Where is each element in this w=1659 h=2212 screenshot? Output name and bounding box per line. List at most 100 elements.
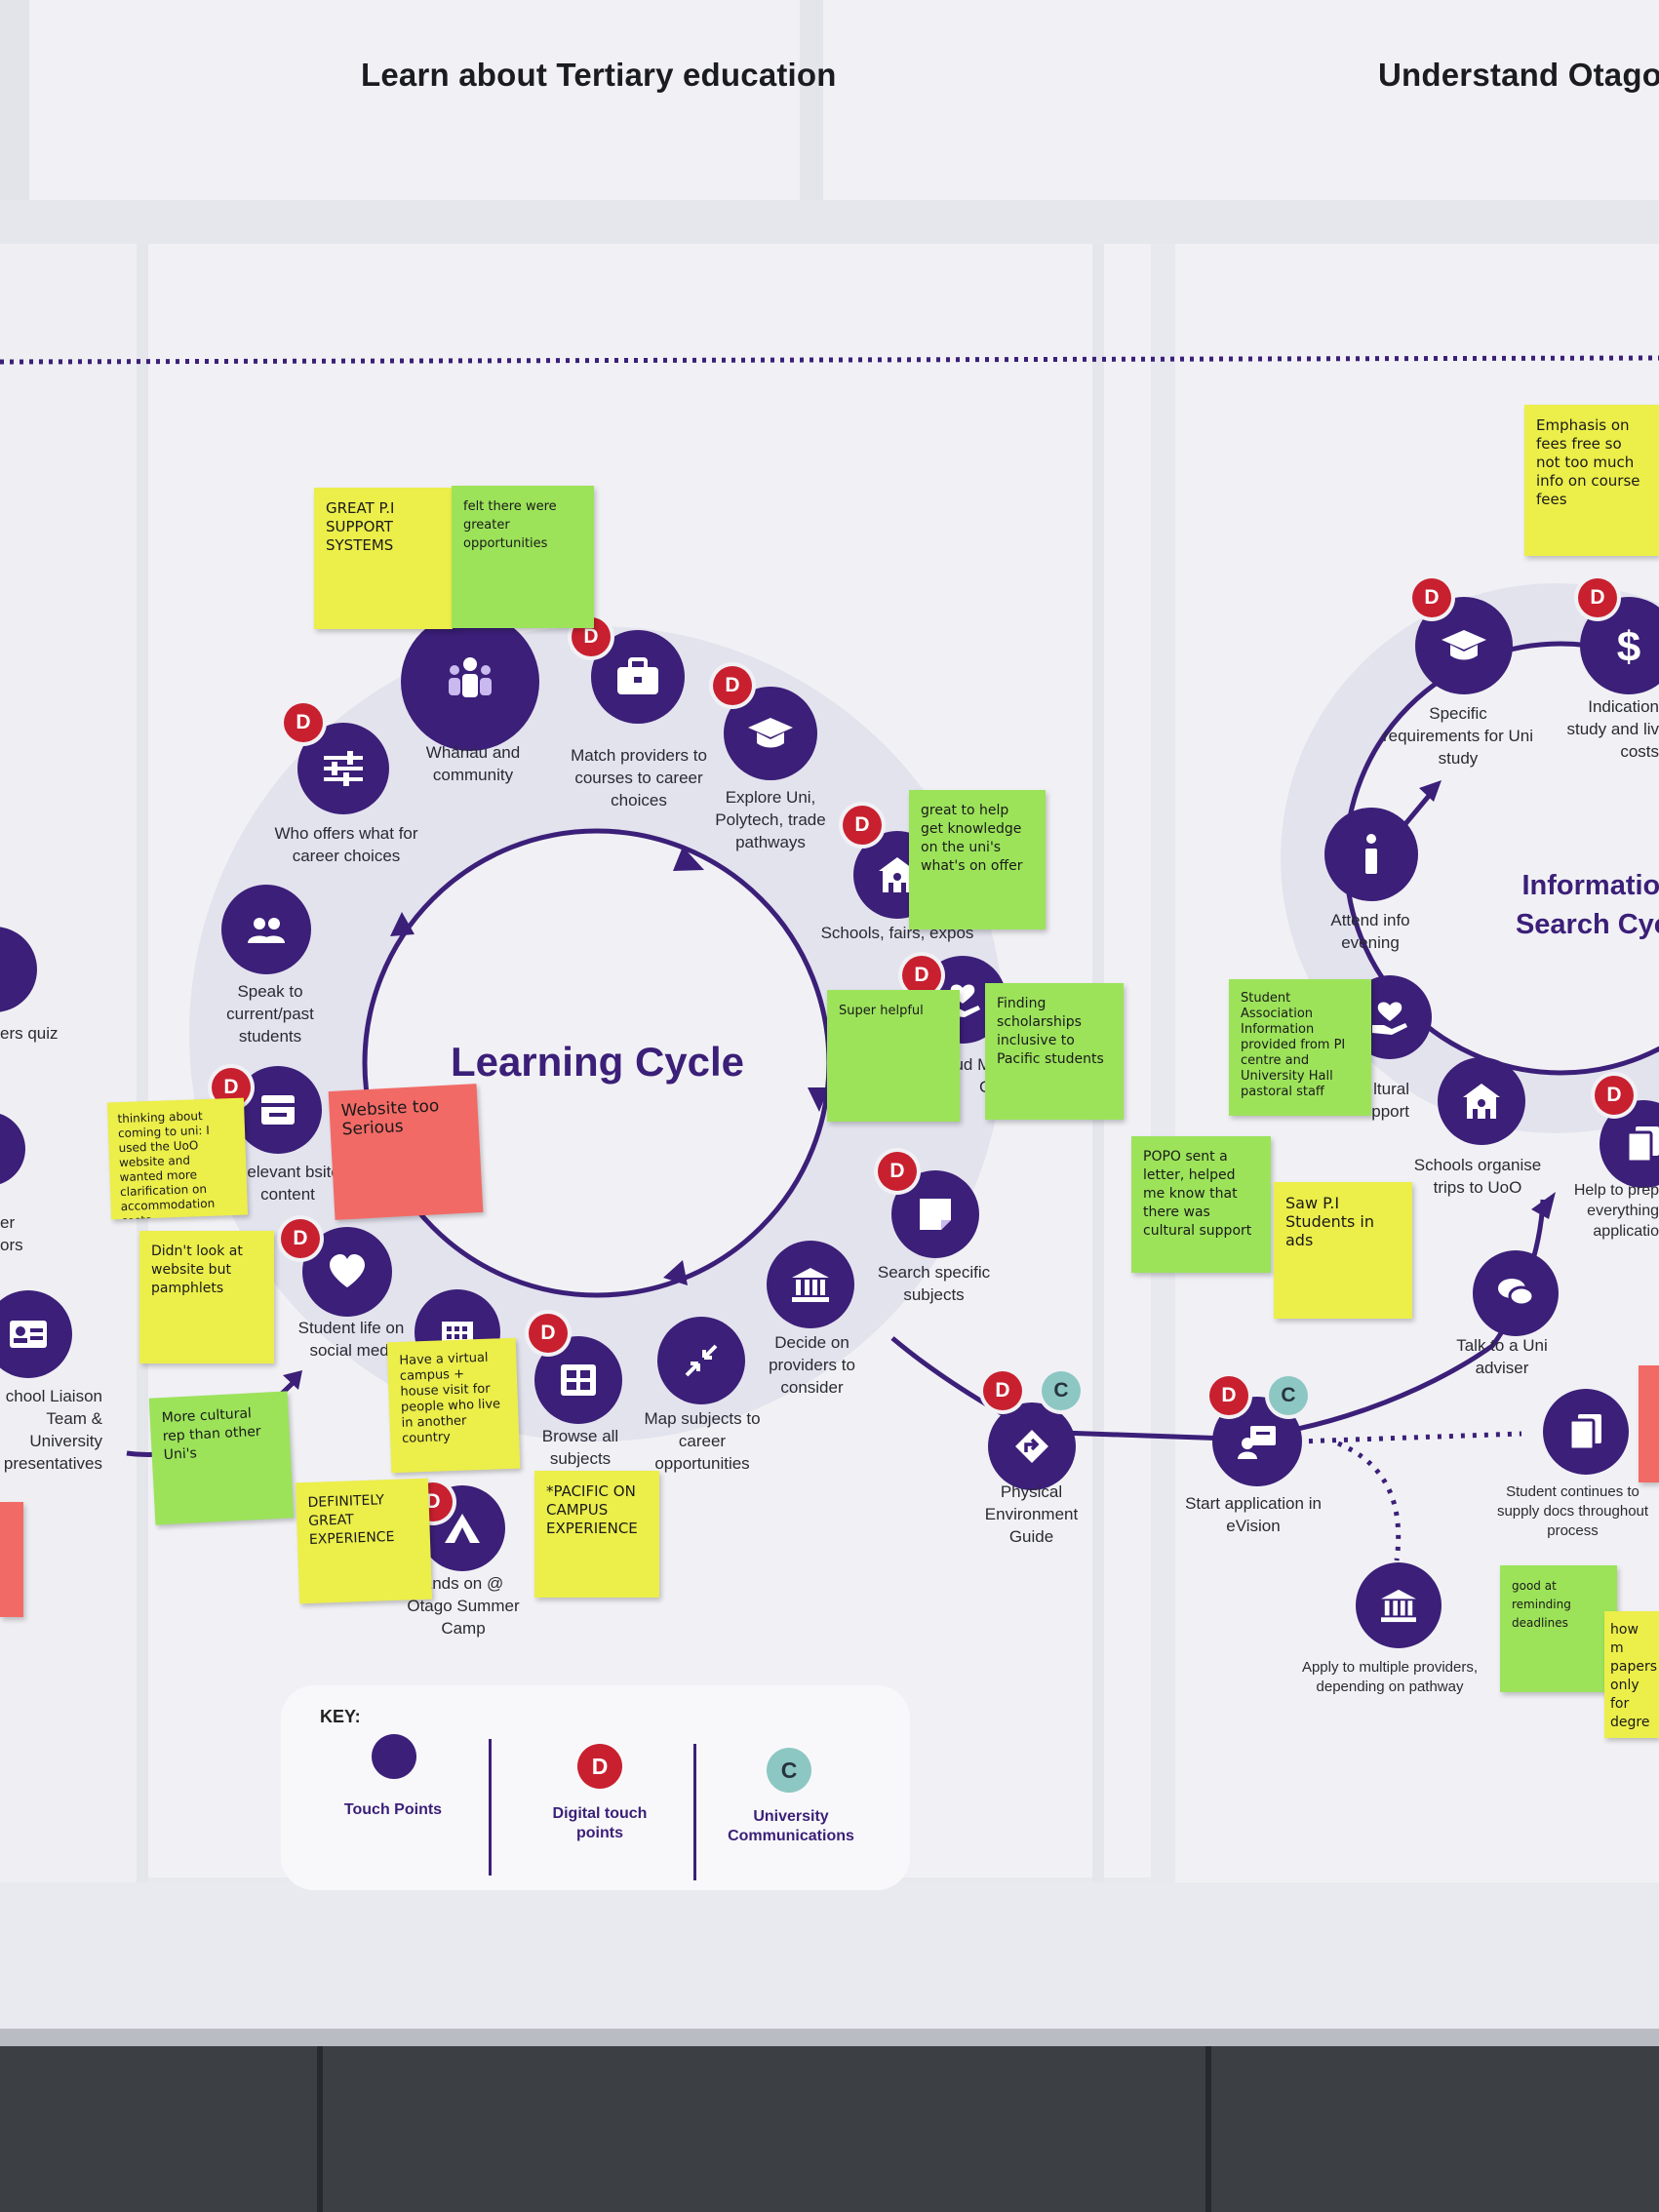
stand-leg xyxy=(1205,2046,1211,2212)
sticky-note: Saw P.I Students in ads xyxy=(1274,1182,1412,1319)
gutter-horizontal xyxy=(0,200,1659,244)
digital-badge: D xyxy=(1595,1076,1634,1115)
search-subjects-label: Search specific subjects xyxy=(877,1263,991,1304)
physical-guide-label: Physical Environment Guide xyxy=(984,1482,1079,1546)
documents-icon xyxy=(1626,1126,1659,1164)
touchpoint-help-prep xyxy=(1600,1100,1659,1188)
documents-icon xyxy=(1568,1414,1601,1451)
digital-badge: D xyxy=(529,1314,568,1353)
communications-key-swatch: C xyxy=(767,1748,811,1793)
journey-arrow xyxy=(1531,1192,1556,1219)
ring-arrow-3 xyxy=(663,1260,688,1285)
sticky-note: More cultural rep than other Uni's xyxy=(148,1391,295,1525)
hand-heart-icon xyxy=(1372,1002,1407,1035)
school-icon xyxy=(1463,1084,1500,1119)
communications-key-label: University Communications xyxy=(728,1808,854,1844)
sticky-note: POPO sent a letter, helped me know that … xyxy=(1131,1136,1271,1273)
info-arrowhead xyxy=(1419,780,1442,802)
supply-docs-label: Student continues to supply docs through… xyxy=(1496,1483,1649,1539)
sticky-note: Finding scholarships inclusive to Pacifi… xyxy=(985,983,1124,1120)
communications-badge: C xyxy=(1042,1371,1081,1410)
sticky-note: DEFINITELY GREAT EXPERIENCE xyxy=(295,1478,433,1604)
school-trips-label: Schools organise trips to UoO xyxy=(1413,1156,1542,1197)
digital-badge: D xyxy=(902,956,941,995)
stand-leg xyxy=(317,2046,323,2212)
sticky-note: felt there were greater opportunities xyxy=(452,486,594,628)
directions-icon xyxy=(1015,1430,1048,1463)
touchpoint-map-subjects xyxy=(657,1317,745,1404)
specific-requirements-label: Specific requirements for Uni study xyxy=(1382,704,1533,768)
sticky-note: Didn't look at website but pamphlets xyxy=(139,1231,274,1363)
key-title: KEY: xyxy=(320,1707,361,1726)
uni-adviser-label: Talk to a Uni adviser xyxy=(1456,1336,1548,1377)
touchpoint-supply-docs xyxy=(1543,1389,1629,1475)
institution-icon xyxy=(792,1268,829,1302)
info-evening-label: Attend info evening xyxy=(1330,911,1410,952)
touch-point-swatch xyxy=(372,1734,416,1779)
stage-divider-dotted xyxy=(0,355,1659,365)
digital-badge: D xyxy=(1412,578,1451,617)
info-cycle-title-line1: Information xyxy=(1521,870,1659,901)
info-cycle-title-line2: Search Cycl xyxy=(1515,909,1659,940)
sticky-note: great to help get knowledge on the uni's… xyxy=(909,790,1046,929)
speak-students-label: Speak to current/past students xyxy=(226,982,314,1046)
liaison-arrow xyxy=(283,1370,302,1390)
digital-badge: D xyxy=(878,1152,917,1191)
sticky-note: good at reminding deadlines xyxy=(1500,1565,1617,1692)
graduation-cap-icon xyxy=(1442,630,1486,660)
key-divider xyxy=(489,1739,492,1876)
dotted-branch-down xyxy=(1337,1441,1402,1561)
careers-quiz-label: ers quiz xyxy=(0,1024,59,1043)
sticky-note-edge xyxy=(0,1502,23,1617)
browser-icon xyxy=(261,1095,295,1125)
sticky-note-edge xyxy=(1639,1365,1659,1482)
digital-badge: D xyxy=(1209,1376,1248,1415)
indication-costs-label: Indication study and liv costs xyxy=(1566,697,1659,761)
sticky-note: Have a virtual campus + house visit for … xyxy=(386,1337,521,1474)
who-offers-label: Who offers what for career choices xyxy=(274,824,418,865)
help-prep-label: Help to prep everything applicatio xyxy=(1573,1182,1659,1240)
school-icon xyxy=(879,857,916,892)
touchpoint-physical-guide xyxy=(988,1402,1076,1490)
social-media-label: Student life on social medi xyxy=(297,1319,405,1360)
sticky-note: Super helpful xyxy=(827,990,960,1122)
summer-camp-label: ands on @ Otago Summer Camp xyxy=(407,1574,520,1638)
apply-multiple-label: Apply to multiple providers, depending o… xyxy=(1301,1659,1479,1695)
gutter-left xyxy=(137,244,148,1882)
career-advisors-label: er ors xyxy=(0,1213,23,1254)
note-icon xyxy=(920,1199,951,1230)
digital-key-swatch: D xyxy=(577,1744,622,1789)
people-icon xyxy=(248,918,285,943)
header-panel-left xyxy=(29,0,800,200)
application-icon xyxy=(1238,1426,1276,1459)
sliders-icon xyxy=(324,751,363,786)
sticky-note: GREAT P.I SUPPORT SYSTEMS xyxy=(314,488,453,629)
briefcase-icon xyxy=(617,657,658,694)
heart-icon xyxy=(330,1254,365,1287)
learning-cycle-title: Learning Cycle xyxy=(450,1039,745,1085)
start-application-label: Start application in eVision xyxy=(1185,1494,1322,1535)
cultural-support-label: ltural pport xyxy=(1371,1080,1409,1121)
touchpoint-summer-camp xyxy=(419,1485,505,1571)
digital-badge: D xyxy=(983,1371,1022,1410)
liaison-label: chool Liaison Team & University presenta… xyxy=(3,1387,102,1473)
tent-icon xyxy=(445,1514,480,1543)
dollar-icon: $ xyxy=(1617,623,1640,669)
ring-arrow-4 xyxy=(390,912,415,936)
stage-title-left: Learn about Tertiary education xyxy=(361,57,837,93)
ring-arrow-1 xyxy=(673,847,704,871)
id-card-icon xyxy=(10,1321,47,1348)
grid-icon xyxy=(561,1364,596,1396)
touchpoint-uni-adviser xyxy=(1473,1250,1559,1336)
sticky-note: how m papers only for degre xyxy=(1604,1611,1659,1738)
poster-bottom xyxy=(0,1882,1659,2029)
svg-text:$: $ xyxy=(1617,623,1640,669)
touchpoint-info-evening xyxy=(1324,808,1418,901)
info-cycle-title: Information Search Cycl xyxy=(1482,866,1659,944)
explore-uni-label: Explore Uni, Polytech, trade pathways xyxy=(715,788,826,851)
whanau-label: Whānau and community xyxy=(425,743,521,784)
website-content-label: Relevant bsite content xyxy=(235,1163,340,1204)
match-providers-label: Match providers to courses to career cho… xyxy=(571,746,707,810)
stage-title-right: Understand Otago xyxy=(1378,57,1659,93)
digital-badge: D xyxy=(284,703,323,742)
